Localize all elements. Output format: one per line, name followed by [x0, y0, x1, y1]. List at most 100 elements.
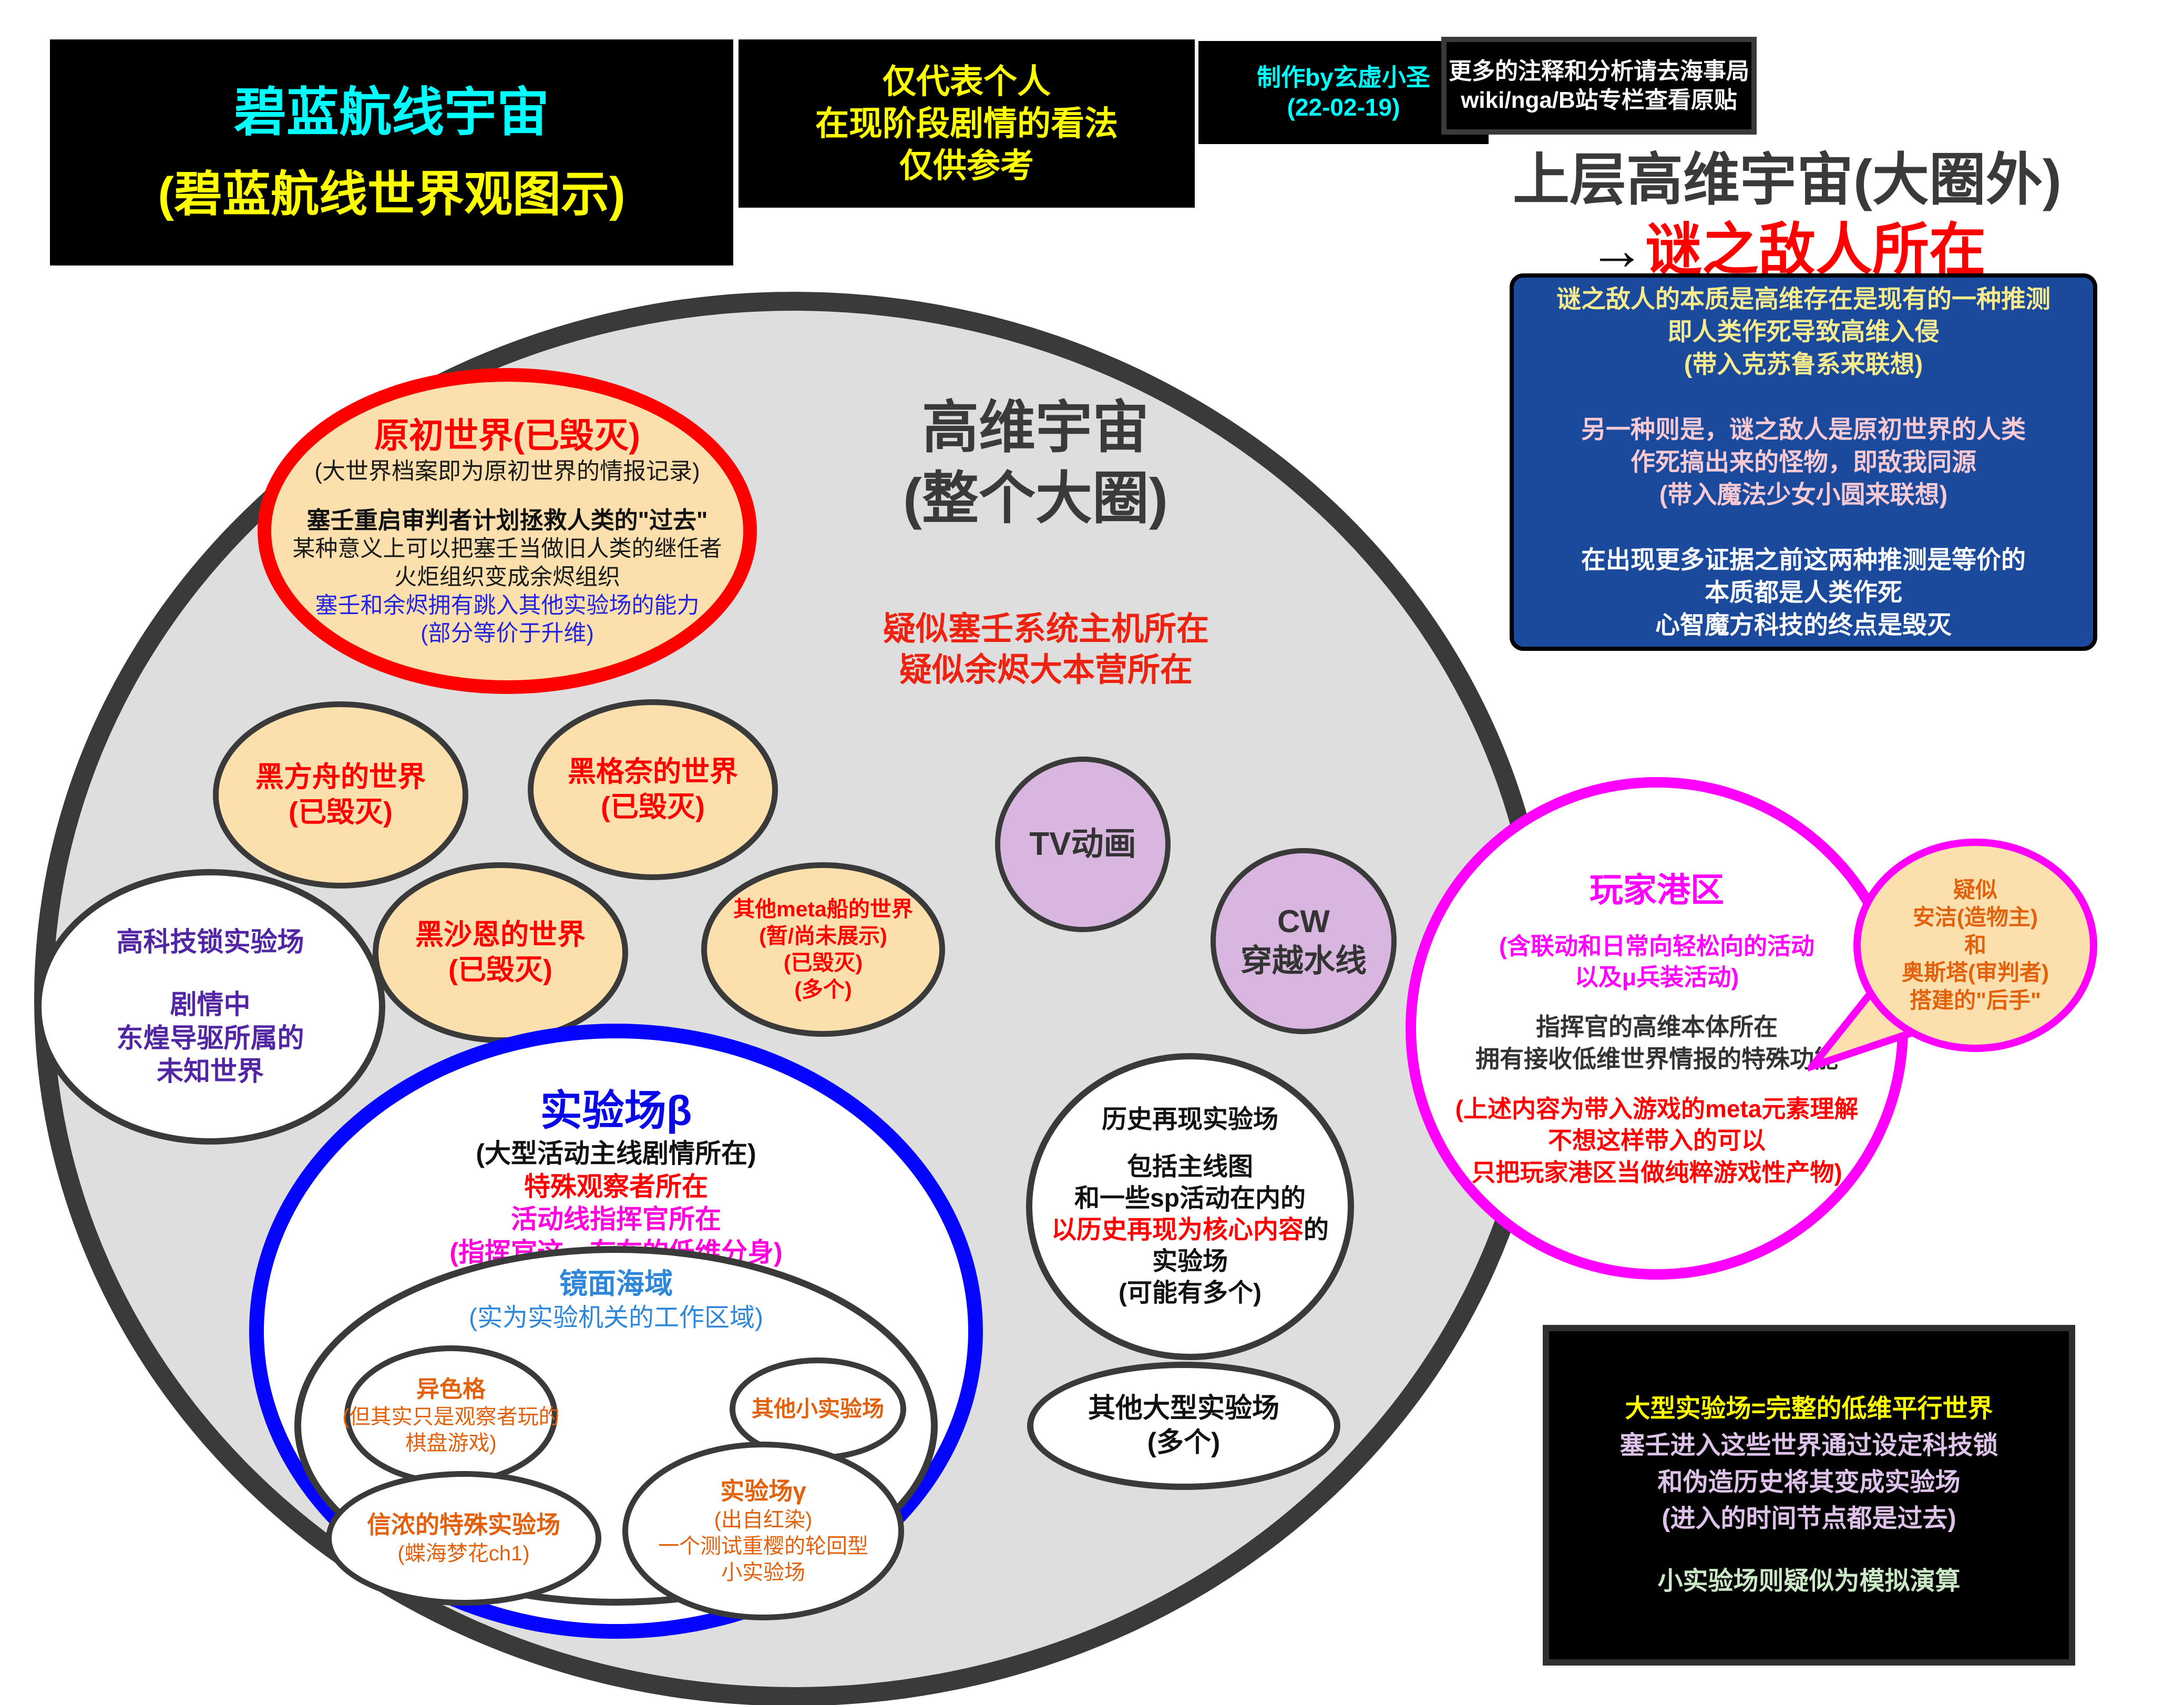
text-line: (大型活动主线剧情所在) — [476, 1139, 756, 1168]
text-line: 只把玩家港区当做纯粹游戏性产物) — [1471, 1159, 1842, 1187]
title-box: 碧蓝航线宇宙 (碧蓝航线世界观图示) — [50, 39, 733, 266]
text-line: (可能有多个) — [1119, 1279, 1262, 1307]
ellipse-black-gena-world: 黑格奈的世界(已毁灭) — [528, 699, 778, 880]
text-line: 仅代表个人 — [883, 63, 1051, 100]
text-line: 特殊观察者所在 — [524, 1171, 708, 1201]
text-line: 历史再现实验场 — [1101, 1106, 1278, 1134]
ellipse-player-port: 玩家港区(含联动和日常向轻松向的活动以及μ兵装活动)指挥官的高维本体所在拥有接收… — [1406, 777, 1908, 1280]
text-line: 实验场γ — [720, 1477, 806, 1505]
text-line: 实验场 — [1152, 1248, 1228, 1275]
text-line: (出自红染) — [714, 1508, 813, 1532]
text-line: CW — [1277, 904, 1330, 939]
credit-box: 制作by玄虚小圣 (22-02-19) — [1198, 41, 1489, 144]
text-line: 镜面海域 — [559, 1268, 673, 1300]
text-line: 其他小实验场 — [751, 1396, 884, 1421]
text-line: 在现阶段剧情的看法 — [815, 105, 1118, 142]
mystery-enemy-heading-text: 谜之敌人所在 — [1645, 218, 1986, 281]
text-line: 其他meta船的世界 — [733, 896, 913, 921]
text-line: 棋盘游戏) — [405, 1431, 497, 1455]
text-segment: 以历史再现为核心内容 — [1051, 1216, 1304, 1244]
text-line: 本质都是人类作死 — [1705, 578, 1902, 607]
text-line: 塞壬重启审判者计划拯救人类的"过去" — [306, 506, 708, 534]
text-line: 作死搞出来的怪物，即敌我同源 — [1631, 447, 1976, 476]
text-line: 疑似余烬大本营所在 — [899, 651, 1193, 688]
text-line: 高科技锁实验场 — [116, 927, 304, 957]
text-line: (整个大圈) — [903, 466, 1168, 530]
text-line: 其他大型实验场 — [1088, 1393, 1279, 1424]
text-line: (部分等价于升维) — [421, 621, 594, 647]
text-line: (已毁灭) — [289, 797, 393, 828]
ellipse-experiment-field-gamma: 实验场γ (出自红染)一个测试重樱的轮回型小实验场 — [622, 1442, 904, 1620]
text-line: 玩家港区 — [1590, 871, 1724, 910]
text-line: 更多的注释和分析请去海事局 — [1449, 58, 1749, 84]
text-line: 以历史再现为核心内容的 — [1051, 1214, 1329, 1246]
text-line: 小实验场则疑似为模拟演算 — [1657, 1567, 1961, 1596]
text-line: 未知世界 — [156, 1056, 264, 1087]
text-line: (多个) — [794, 977, 852, 1002]
speech-bubble-anjie-osta: 疑似安洁(造物主)和奥斯塔(审判者)搭建的"后手" — [1853, 839, 2097, 1052]
text-line: 东煌导驱所属的 — [116, 1023, 304, 1053]
text-line: (带入魔法少女小圆来联想) — [1659, 481, 1948, 509]
outer-universe-heading: 上层高维宇宙(大圈外) — [1419, 134, 2155, 216]
text-line: (大世界档案即为原初世界的情报记录) — [314, 458, 700, 485]
text-line: 心智魔方科技的终点是毁灭 — [1655, 611, 1952, 639]
arrow-icon: → — [1588, 218, 1645, 281]
text-line: (已毁灭) — [601, 791, 705, 823]
mystery-enemy-heading: →谜之敌人所在 — [1419, 204, 2155, 286]
text-line: 塞壬进入这些世界通过设定科技锁 — [1619, 1431, 1998, 1459]
text-line: 拥有接收低维世界情报的特殊功能 — [1475, 1045, 1838, 1073]
text-line: 和一些sp活动在内的 — [1074, 1185, 1306, 1212]
text-line: (碧蓝航线世界观图示) — [158, 168, 626, 221]
universe-label: 高维宇宙(整个大圈) — [778, 392, 1293, 534]
text-line: 小实验场 — [721, 1560, 805, 1584]
text-line: TV动画 — [1029, 826, 1136, 863]
text-line: 疑似 — [1953, 877, 1997, 902]
ellipse-odd-color-grid: 异色格(但其实只是观察者玩的棋盘游戏) — [342, 1345, 560, 1485]
enemy-speculation-panel: 谜之敌人的本质是高维存在是现有的一种推测即人类作死导致高维入侵(带入克苏鲁系来联… — [1510, 273, 2097, 651]
text-segment: 的 — [1304, 1216, 1329, 1244]
text-line: 制作by玄虚小圣 — [1257, 63, 1430, 91]
text-line: 一个测试重樱的轮回型 — [658, 1534, 868, 1558]
ellipse-crosswave: CW 穿越水线 — [1211, 848, 1397, 1034]
text-line: 指挥官的高维本体所在 — [1536, 1013, 1778, 1040]
ellipse-other-large-fields: 其他大型实验场(多个) — [1027, 1362, 1340, 1490]
text-line: 火炬组织变成余烬组织 — [394, 564, 620, 590]
outer-universe-heading-text: 上层高维宇宙(大圈外) — [1513, 148, 2062, 211]
text-line: 信浓的特殊实验场 — [367, 1511, 560, 1539]
text-line: 另一种则是，谜之敌人是原初世界的人类 — [1581, 415, 2026, 443]
ellipse-black-ark-world: 黑方舟的世界 (已毁灭) — [213, 701, 468, 889]
text-line: (实为实验机关的工作区域) — [469, 1303, 763, 1332]
text-line: (已毁灭) — [783, 951, 863, 975]
text-line: 疑似塞壬系统主机所在 — [883, 611, 1209, 647]
text-line: 碧蓝航线宇宙 — [234, 83, 549, 142]
disclaimer-box: 仅代表个人在现阶段剧情的看法仅供参考 — [739, 39, 1195, 208]
text-line: 穿越水线 — [1240, 943, 1367, 978]
text-line: (蝶海梦花ch1) — [397, 1541, 530, 1565]
ellipse-origin-world: 原初世界(已毁灭)(大世界档案即为原初世界的情报记录)塞壬重启审判者计划拯救人类… — [258, 368, 757, 694]
text-line: (22-02-19) — [1287, 94, 1400, 121]
text-line: (上述内容为带入游戏的meta元素理解 — [1455, 1095, 1859, 1122]
text-line: 在出现更多证据之前这两种推测是等价的 — [1581, 546, 2026, 574]
note-box: 更多的注释和分析请去海事局 wiki/nga/B站专栏查看原贴 — [1441, 37, 1757, 135]
large-field-note-panel: 大型实验场=完整的低维平行世界塞壬进入这些世界通过设定科技锁和伪造历史将其变成实… — [1543, 1325, 2075, 1666]
text-line: 活动线指挥官所在 — [511, 1204, 721, 1234]
text-line: 搭建的"后手" — [1910, 987, 2041, 1013]
text-line: 安洁(造物主) — [1913, 905, 2038, 930]
text-line: 黑沙恩的世界 — [415, 918, 586, 951]
text-line: (暂/尚未展示) — [759, 923, 887, 948]
universe-sublabel: 疑似塞壬系统主机所在疑似余烬大本营所在 — [762, 609, 1330, 690]
text-line: 以及μ兵装活动) — [1574, 964, 1739, 991]
text-line: (但其实只是观察者玩的 — [342, 1405, 560, 1428]
ellipse-tech-lock-field: 高科技锁实验场剧情中东煌导驱所属的未知世界 — [35, 869, 385, 1145]
text-line: 仅供参考 — [899, 147, 1034, 185]
ellipse-shinano-special-field: 信浓的特殊实验场(蝶海梦花ch1) — [326, 1471, 601, 1606]
text-line: 塞壬和余烬拥有跳入其他实验场的能力 — [315, 593, 700, 618]
ellipse-tv-anime: TV动画 — [995, 757, 1171, 932]
text-line: 黑方舟的世界 — [255, 761, 426, 793]
text-line: 实验场β — [540, 1087, 692, 1134]
text-line: wiki/nga/B站专栏查看原贴 — [1461, 87, 1737, 113]
text-line: 和 — [1964, 932, 1986, 957]
text-line: 大型实验场=完整的低维平行世界 — [1625, 1395, 1993, 1423]
text-line: 不想这样带入的可以 — [1548, 1127, 1766, 1155]
